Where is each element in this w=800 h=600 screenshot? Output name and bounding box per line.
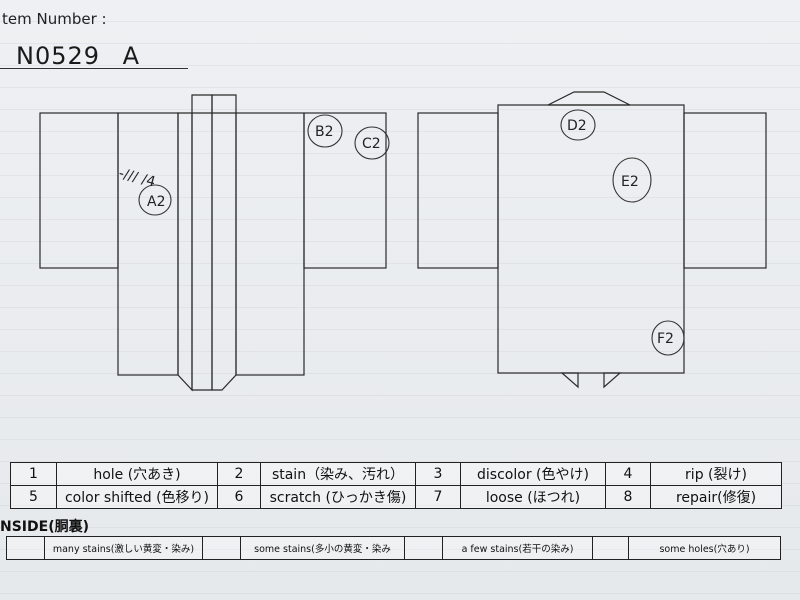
back-collar (547, 91, 631, 106)
inside-option-label: a few stains(若干の染み) (442, 536, 593, 560)
circle-c2 (354, 126, 390, 160)
legend-label: stain（染み、汚れ） (260, 462, 416, 486)
label-c2: C2 (362, 136, 381, 152)
back-hem-right-tab (603, 372, 622, 389)
circle-f2 (651, 320, 685, 356)
back-hem-left-tab (560, 372, 579, 389)
label-d2: D2 (567, 118, 587, 134)
legend-num: 2 (217, 462, 261, 486)
kimono-diagrams: -/// /4 A2 B2 C2 D2 E2 F2 (39, 91, 767, 392)
legend-num: 1 (10, 462, 57, 486)
front-right-collar-band (211, 94, 237, 391)
inside-checkbox[interactable] (592, 536, 629, 560)
front-left-sleeve (39, 112, 119, 269)
inside-row: many stains(激しい黄変・染み) some stains(多小の黄変・… (6, 536, 781, 560)
legend-num: 4 (605, 462, 651, 486)
legend-num: 7 (415, 485, 461, 509)
label-f2: F2 (657, 331, 674, 347)
front-right-sleeve (303, 112, 387, 269)
legend-label: repair(修復) (650, 485, 782, 509)
circle-d2 (560, 109, 596, 141)
circle-e2 (612, 157, 652, 203)
inside-section-title: NSIDE(胴裏) (0, 519, 89, 535)
legend-row: 5 color shifted (色移り) 6 scratch (ひっかき傷) … (10, 485, 782, 509)
item-number-label: tem Number : (2, 10, 107, 28)
inside-checkbox[interactable] (404, 536, 443, 560)
legend-label: hole (穴あき) (56, 462, 218, 486)
inside-checkbox[interactable] (202, 536, 241, 560)
legend-num: 3 (415, 462, 461, 486)
inside-condition-table: many stains(激しい黄変・染み) some stains(多小の黄変・… (6, 536, 781, 560)
front-left-panel (117, 112, 179, 376)
legend-num: 6 (217, 485, 261, 509)
inside-option-label: some stains(多小の黄変・染み (240, 536, 405, 560)
back-left-sleeve (417, 112, 499, 269)
back-right-sleeve (683, 112, 767, 269)
circle-b2 (307, 114, 343, 148)
front-left-collar-band (191, 94, 213, 391)
legend-num: 8 (605, 485, 651, 509)
circle-a2 (138, 184, 172, 216)
inside-option-label: some holes(穴あり) (628, 536, 781, 560)
label-b2: B2 (315, 124, 334, 140)
legend-label: rip (裂け) (650, 462, 782, 486)
back-kimono-outline (417, 91, 767, 389)
legend-num: 5 (10, 485, 57, 509)
legend-label: scratch (ひっかき傷) (260, 485, 416, 509)
item-number-value: N0529 A (16, 42, 141, 70)
inside-option-label: many stains(激しい黄変・染み) (44, 536, 203, 560)
front-damage-marks: -/// /4 (117, 165, 157, 190)
legend-row: 1 hole (穴あき) 2 stain（染み、汚れ） 3 discolor (… (10, 462, 782, 486)
label-e2: E2 (621, 174, 639, 190)
front-left-collar (177, 112, 193, 392)
legend-label: discolor (色やけ) (460, 462, 606, 486)
item-number-underline (0, 68, 188, 69)
legend-label: color shifted (色移り) (56, 485, 218, 509)
inside-checkbox[interactable] (6, 536, 45, 560)
legend-label: loose (ほつれ) (460, 485, 606, 509)
front-kimono-outline (39, 94, 387, 392)
label-a2: A2 (147, 194, 165, 210)
damage-legend-table: 1 hole (穴あき) 2 stain（染み、汚れ） 3 discolor (… (10, 462, 782, 509)
front-right-panel (235, 112, 305, 376)
